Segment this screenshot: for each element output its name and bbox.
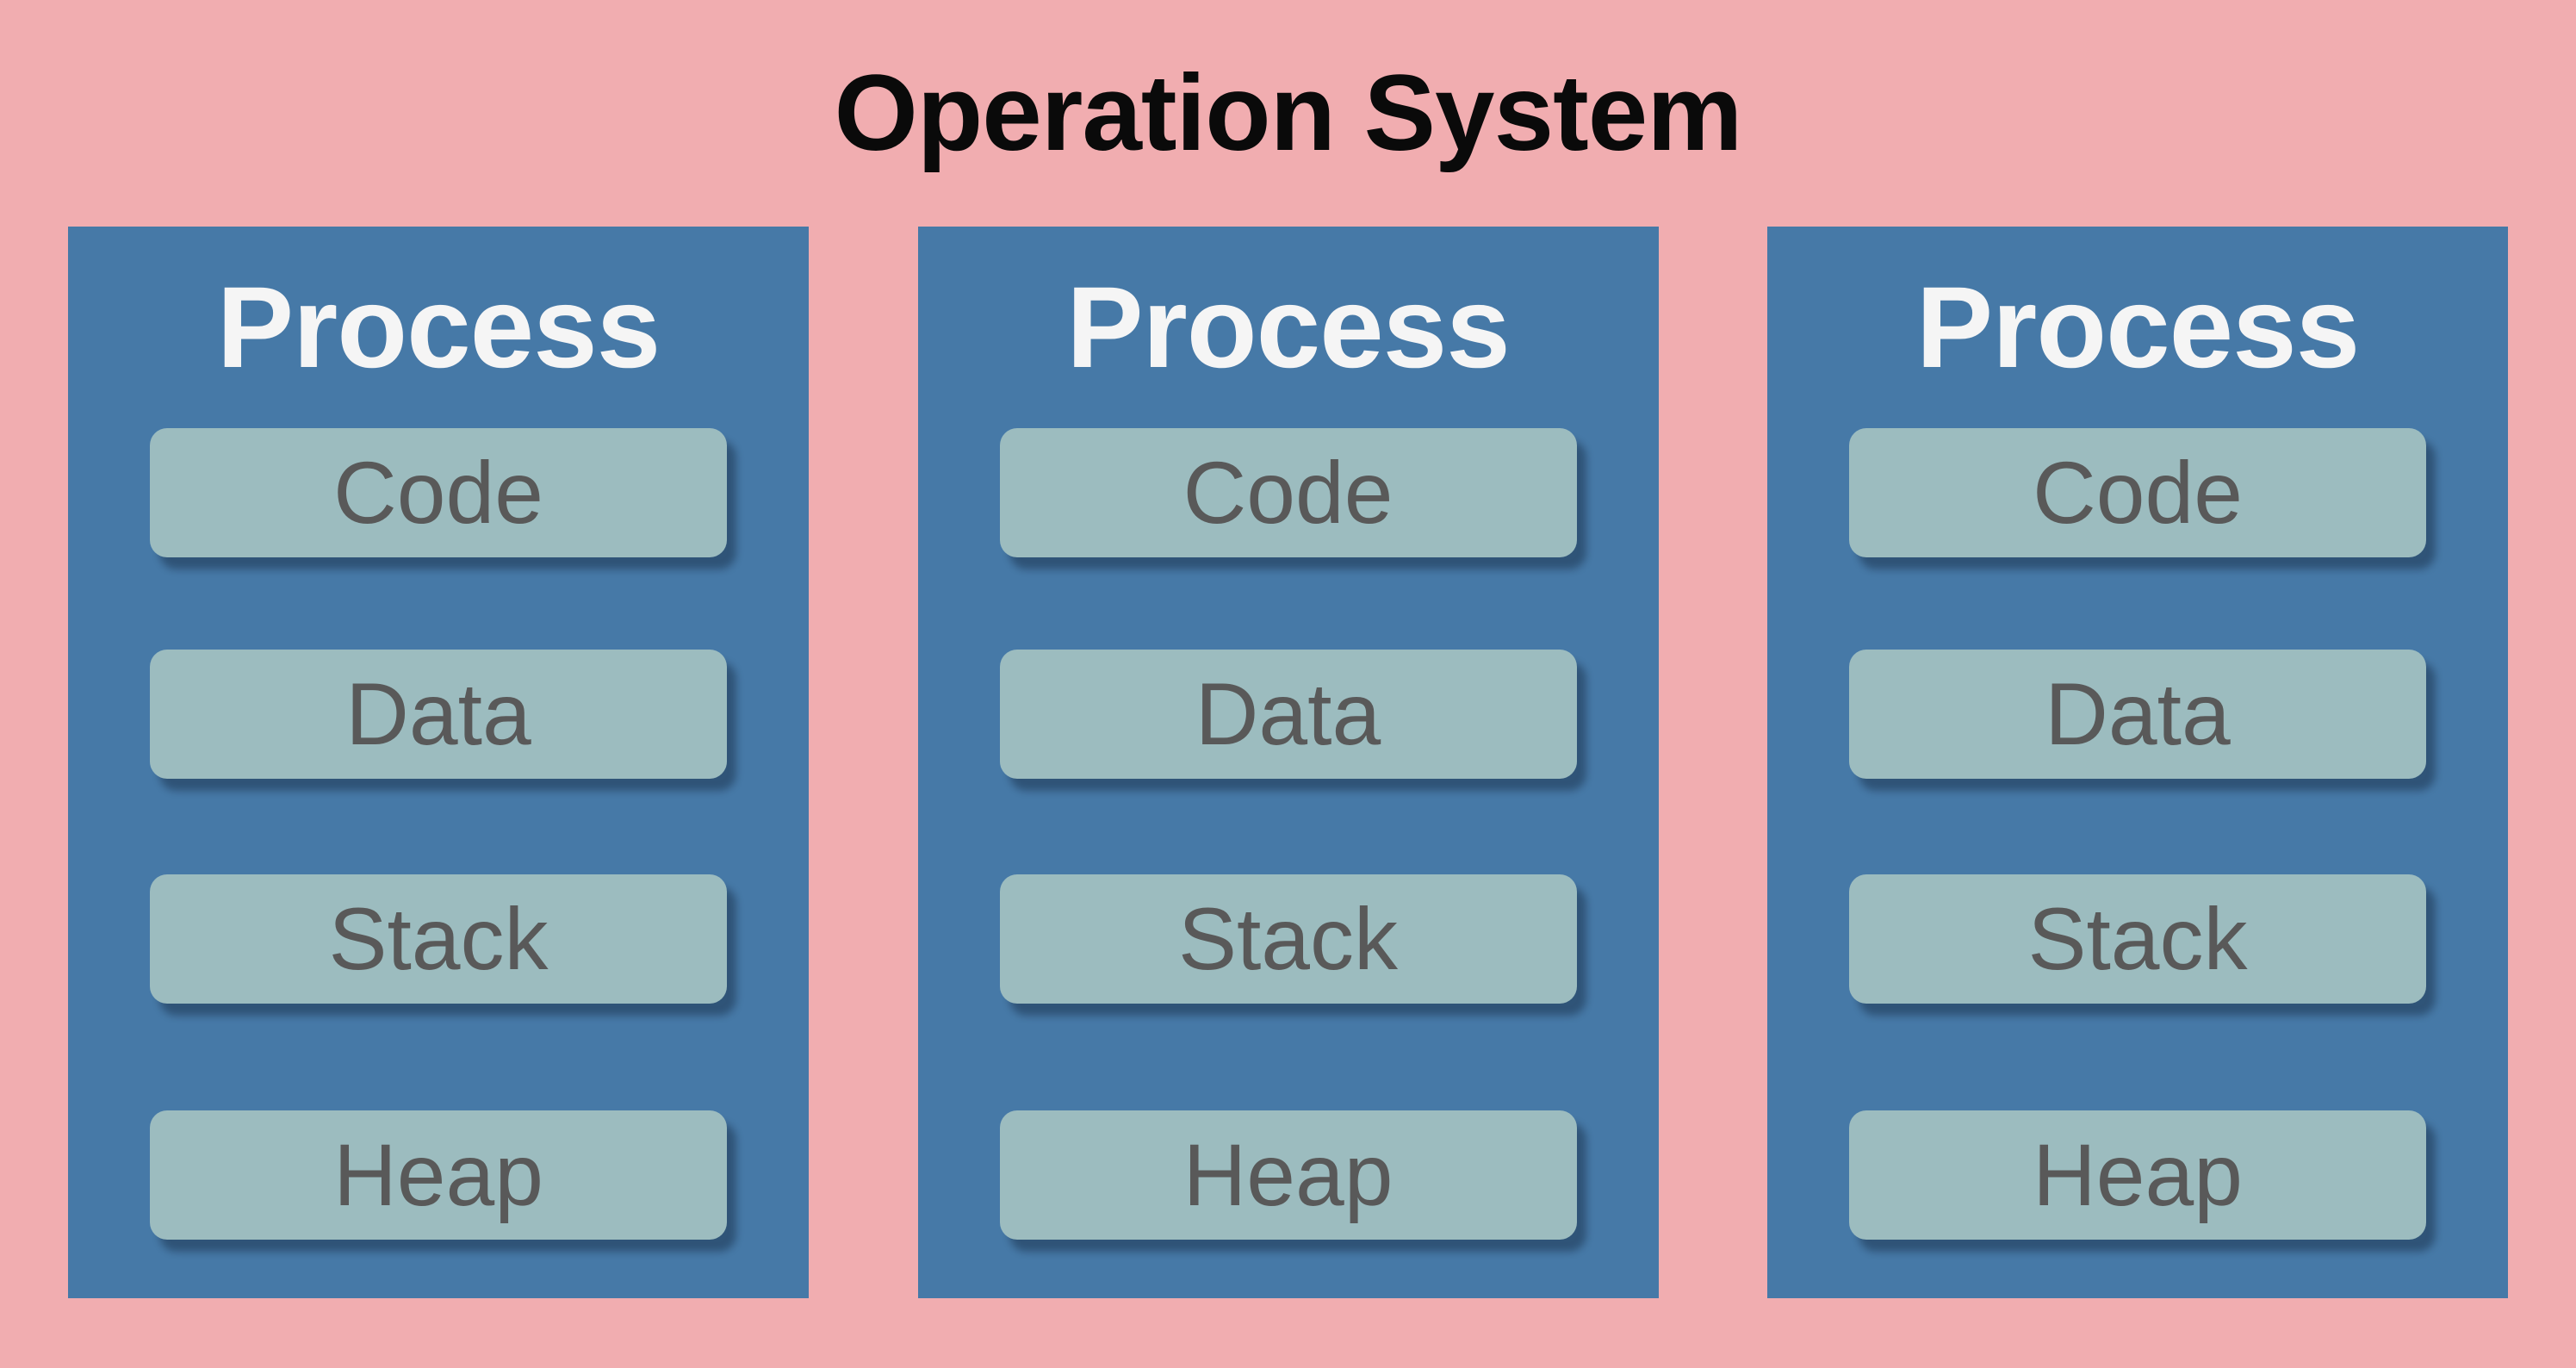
memory-segment-data: Data (1849, 650, 2426, 779)
process-title: Process (216, 263, 661, 392)
memory-segment-heap: Heap (999, 1110, 1577, 1240)
memory-segment-code: Code (150, 428, 727, 557)
memory-segment-code: Code (999, 428, 1577, 557)
process-panel-2: Process Code Data Stack Heap (917, 227, 1659, 1298)
memory-segment-stack: Stack (150, 874, 727, 1004)
memory-segment-stack: Stack (999, 874, 1577, 1004)
process-panel-1: Process Code Data Stack Heap (68, 227, 809, 1298)
process-panel-3: Process Code Data Stack Heap (1767, 227, 2508, 1298)
page-title: Operation System (834, 53, 1743, 173)
memory-segment-data: Data (150, 650, 727, 779)
memory-segment-heap: Heap (150, 1110, 727, 1240)
memory-segment-data: Data (999, 650, 1577, 779)
process-title: Process (1915, 263, 2360, 392)
memory-segment-stack: Stack (1849, 874, 2426, 1004)
memory-segment-code: Code (1849, 428, 2426, 557)
process-title: Process (1066, 263, 1510, 392)
process-panels-row: Process Code Data Stack Heap Process Cod… (0, 227, 2576, 1298)
memory-segment-heap: Heap (1849, 1110, 2426, 1240)
